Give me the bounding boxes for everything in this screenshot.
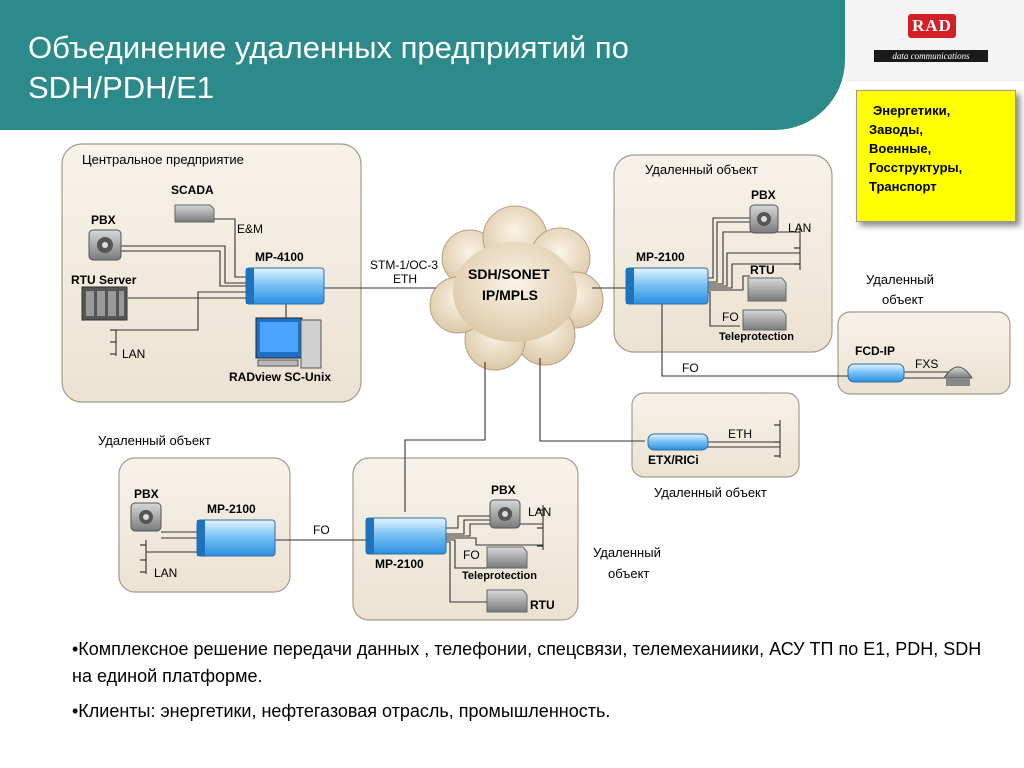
pbx-phone-icon <box>130 502 162 532</box>
mp-2100-label: MP-2100 <box>375 557 424 571</box>
lan-label: LAN <box>122 347 146 361</box>
fo-label: FO <box>463 548 480 562</box>
fxs-phone-icon <box>943 366 973 386</box>
callout-line: Военные, <box>869 141 932 156</box>
pbx-label: PBX <box>91 213 116 227</box>
mp-4100-device <box>245 267 325 305</box>
rtu-label: RTU <box>530 598 555 612</box>
fcd-ip-device <box>847 363 905 383</box>
industries-callout: Энергетики, Заводы, Военные, Госструктур… <box>856 90 1016 222</box>
link-stm1-label: STM-1/OC-3 <box>370 258 439 272</box>
fcd-site-label-line2: объект <box>882 292 924 307</box>
callout-line: Энергетики, <box>873 103 951 118</box>
connections <box>115 217 950 603</box>
teleprotection-label: Teleprotection <box>462 570 537 582</box>
scada-label: SCADA <box>171 183 214 197</box>
logo-area <box>845 0 1024 82</box>
pbx-label: PBX <box>134 487 159 501</box>
radview-label: RADview SC-Unix <box>229 370 332 384</box>
cloud-label-line1: SDH/SONET <box>468 266 550 282</box>
central-site-label: Центральное предприятие <box>82 152 244 167</box>
callout-line: Госструктуры, <box>869 160 963 175</box>
mp-4100-label: MP-4100 <box>255 250 304 264</box>
lan-ticks <box>110 231 800 573</box>
pbx-phone-icon <box>749 204 779 234</box>
em-label: E&M <box>237 222 264 236</box>
network-cloud <box>429 205 604 371</box>
fxs-label: FXS <box>915 357 939 371</box>
lan-label: LAN <box>154 566 178 580</box>
teleprotection-device-icon <box>486 546 528 569</box>
etx-rici-label: ETX/RICi <box>648 453 699 467</box>
fcd-site-label-line1: Удаленный <box>866 272 934 287</box>
mp-2100-device <box>196 519 276 557</box>
left-site-label: Удаленный объект <box>98 433 211 448</box>
bottom-site-box <box>352 457 579 621</box>
link-eth-label: ETH <box>393 272 417 286</box>
bottom-site-label-line1: Удаленный <box>593 545 661 560</box>
radview-workstation-icon <box>255 317 322 369</box>
teleprotection-label: Teleprotection <box>719 331 794 343</box>
bullet-list: •Комплексное решение передачи данных , т… <box>72 636 1002 733</box>
etx-site-box <box>631 392 800 478</box>
mp-2100-label: MP-2100 <box>636 250 685 264</box>
pbx-phone-icon <box>88 229 122 261</box>
rtu-server-icon <box>81 286 128 321</box>
lan-label: LAN <box>788 221 812 235</box>
pbx-phone-icon <box>489 499 521 529</box>
scada-device-icon <box>174 204 215 223</box>
mp-2100-device <box>365 517 447 555</box>
fo-label: FO <box>722 310 739 324</box>
rad-logo: RAD <box>908 14 956 38</box>
mp-2100-device <box>625 267 709 305</box>
etx-site-label: Удаленный объект <box>654 485 767 500</box>
fo-label: FO <box>682 361 699 375</box>
callout-line: Транспорт <box>869 179 937 194</box>
callout-line: Заводы, <box>869 122 923 137</box>
teleprotection-device-icon <box>742 309 787 331</box>
mp-2100-label: MP-2100 <box>207 502 256 516</box>
top-right-site-label: Удаленный объект <box>645 162 758 177</box>
rtu-label: RTU <box>750 263 775 277</box>
header-banner <box>0 0 845 130</box>
rtu-device-icon <box>747 277 787 302</box>
fcd-ip-label: FCD-IP <box>855 344 895 358</box>
rtu-device-icon <box>486 589 528 613</box>
pbx-label: PBX <box>751 188 776 202</box>
rtu-server-label: RTU Server <box>71 273 137 287</box>
eth-label: ETH <box>728 427 752 441</box>
lan-label: LAN <box>528 505 552 519</box>
page-title: Объединение удаленных предприятий по SDH… <box>28 30 629 105</box>
fo-label: FO <box>313 523 330 537</box>
etx-rici-device <box>647 433 709 451</box>
logo-subtitle: data communications <box>874 50 988 62</box>
cloud-label-line2: IP/MPLS <box>482 287 539 303</box>
bullet-item: •Комплексное решение передачи данных , т… <box>72 639 982 686</box>
bullet-item: •Клиенты: энергетики, нефтегазовая отрас… <box>72 701 611 721</box>
bottom-site-label-line2: объект <box>608 566 650 581</box>
pbx-label: PBX <box>491 483 516 497</box>
